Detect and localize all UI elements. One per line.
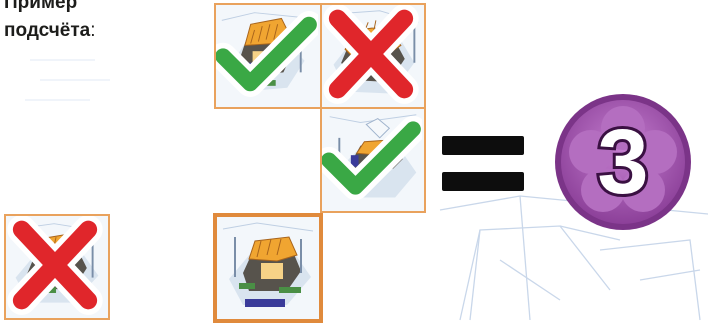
cross-icon xyxy=(320,3,422,105)
caption-line-2-text: подсчёта xyxy=(4,20,90,41)
building-tile-standalone xyxy=(4,214,110,320)
caption-colon: : xyxy=(90,20,95,41)
caption-line-1: Пример xyxy=(4,0,95,17)
equals-sign xyxy=(442,128,524,194)
checkmark-icon xyxy=(214,3,318,105)
equals-bar-bottom xyxy=(442,172,524,191)
score-value: 3 xyxy=(553,92,693,232)
building-tile-top-left xyxy=(214,3,322,109)
caption-line-2: подсчёта: xyxy=(4,17,95,45)
scoring-example-caption: Пример подсчёта: xyxy=(4,0,95,45)
cross-icon xyxy=(4,214,106,316)
building-tile-top-right xyxy=(320,3,426,109)
building-tile-middle-right xyxy=(320,107,426,213)
equals-bar-top xyxy=(442,136,524,155)
checkmark-icon xyxy=(320,107,422,209)
building-tile-bottom-highlighted xyxy=(213,213,323,323)
building-illustration xyxy=(217,217,319,319)
